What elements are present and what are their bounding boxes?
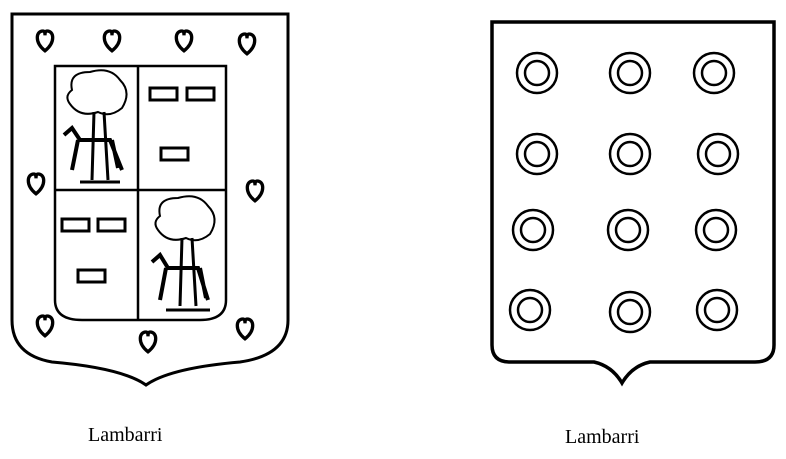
roundel-icon — [696, 132, 740, 176]
roundel-icon — [511, 208, 555, 252]
roundel-icon — [606, 208, 650, 252]
left-shield-outline — [10, 12, 290, 387]
roundel-icon — [608, 132, 652, 176]
left-coat-of-arms — [10, 12, 290, 387]
hearts — [26, 29, 265, 354]
billets — [60, 86, 216, 284]
roundels — [508, 51, 740, 334]
roundel-icon — [508, 288, 552, 332]
roundel-icon — [692, 51, 736, 95]
left-shield-caption: Lambarri — [88, 424, 163, 446]
roundel-icon — [695, 288, 739, 332]
roundel-icon — [694, 208, 738, 252]
left-inner-shield — [53, 64, 228, 322]
roundel-icon — [515, 51, 559, 95]
right-coat-of-arms — [490, 20, 776, 387]
tree-and-wolf-icon — [62, 69, 128, 184]
tree-and-wolf-icon — [150, 195, 216, 312]
roundel-icon — [608, 51, 652, 95]
roundel-icon — [608, 290, 652, 334]
roundel-icon — [515, 132, 559, 176]
right-shield-outline — [490, 20, 776, 387]
right-shield-caption: Lambarri — [565, 426, 640, 448]
